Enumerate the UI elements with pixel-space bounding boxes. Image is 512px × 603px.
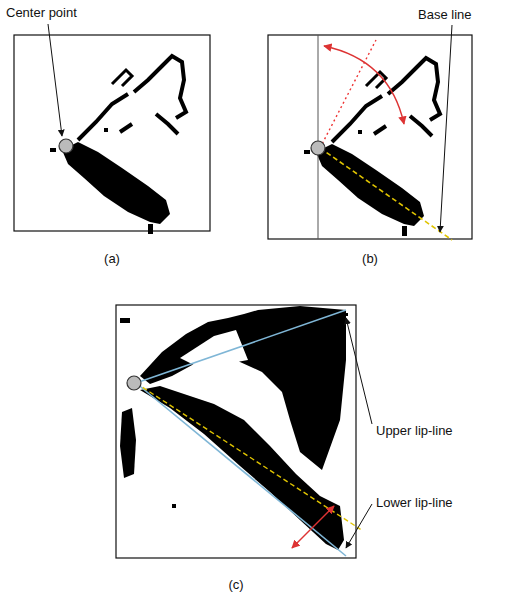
leader-line <box>48 24 62 136</box>
panel-caption: (c) <box>228 578 243 592</box>
base-line <box>320 148 452 240</box>
center-point <box>127 376 141 390</box>
lip-image <box>50 56 186 234</box>
leader-line <box>440 25 452 232</box>
center-point <box>311 141 325 155</box>
point-label: Center point <box>6 6 77 20</box>
center-point <box>59 139 73 153</box>
panel-caption: (b) <box>362 252 378 266</box>
lower-lip-line <box>136 383 346 556</box>
panel-caption: (a) <box>104 252 120 266</box>
rotation-arc <box>324 46 404 124</box>
rotated-line <box>320 40 376 148</box>
line-label: Base line <box>418 8 471 22</box>
leader-line <box>346 504 372 548</box>
thickness-arrow <box>292 506 334 548</box>
lip-image <box>304 58 440 236</box>
leader-line <box>346 318 372 424</box>
upper-lip-line <box>136 310 346 383</box>
line-label: Upper lip-line <box>376 424 453 438</box>
base-line <box>136 361 361 551</box>
vertical-line <box>318 35 319 239</box>
line-label: Lower lip-line <box>376 496 453 510</box>
panel-frame <box>116 305 356 558</box>
